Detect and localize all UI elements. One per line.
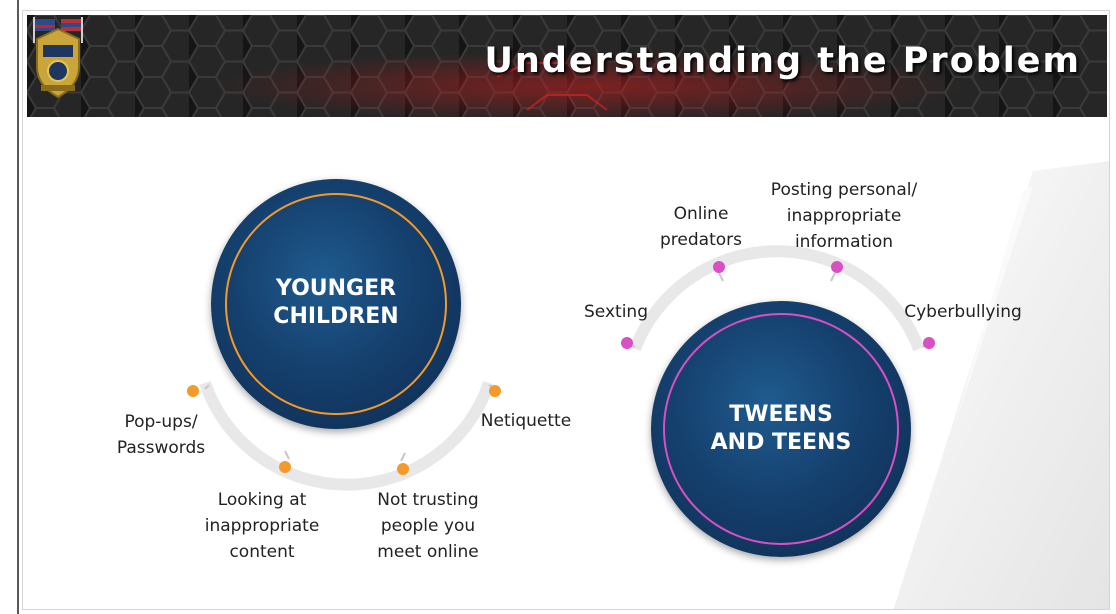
header-banner: Understanding the Problem	[27, 15, 1107, 117]
topic-posting-personal-info: Posting personal/ inappropriate informat…	[770, 180, 918, 252]
younger-dot-3	[397, 463, 409, 475]
younger-dot-2	[279, 461, 291, 473]
younger-children-title: YOUNGER CHILDREN	[273, 276, 399, 329]
slide-frame: Understanding the Problem YOUNGER CHILDR…	[22, 10, 1110, 610]
topic-sexting: Sexting	[584, 302, 648, 322]
younger-dot-4	[489, 385, 501, 397]
topic-not-trusting-people: Not trusting people you meet online	[377, 490, 479, 562]
teens-ring	[663, 313, 899, 545]
topic-inappropriate-content: Looking at inappropriate content	[204, 490, 320, 562]
teens-dot-3	[831, 261, 843, 273]
tweens-teens-circle: TWEENS AND TEENS	[651, 301, 911, 557]
hexagon-pattern	[27, 15, 1107, 117]
tweens-teens-title: TWEENS AND TEENS	[710, 402, 852, 455]
left-border	[17, 0, 19, 614]
younger-children-circle: YOUNGER CHILDREN	[211, 179, 461, 429]
topic-cyberbullying: Cyberbullying	[904, 302, 1022, 322]
younger-ring	[225, 193, 447, 415]
topic-netiquette: Netiquette	[480, 411, 572, 431]
topic-popups-passwords: Pop-ups/ Passwords	[116, 412, 206, 458]
teens-dot-1	[621, 337, 633, 349]
younger-dot-1	[187, 385, 199, 397]
agency-badge-logo-icon	[33, 17, 83, 99]
teens-dot-2	[713, 261, 725, 273]
background-gray-shape	[893, 161, 1109, 609]
page-title: Understanding the Problem	[484, 41, 1081, 81]
teens-dot-4	[923, 337, 935, 349]
topic-online-predators: Online predators	[660, 204, 742, 250]
